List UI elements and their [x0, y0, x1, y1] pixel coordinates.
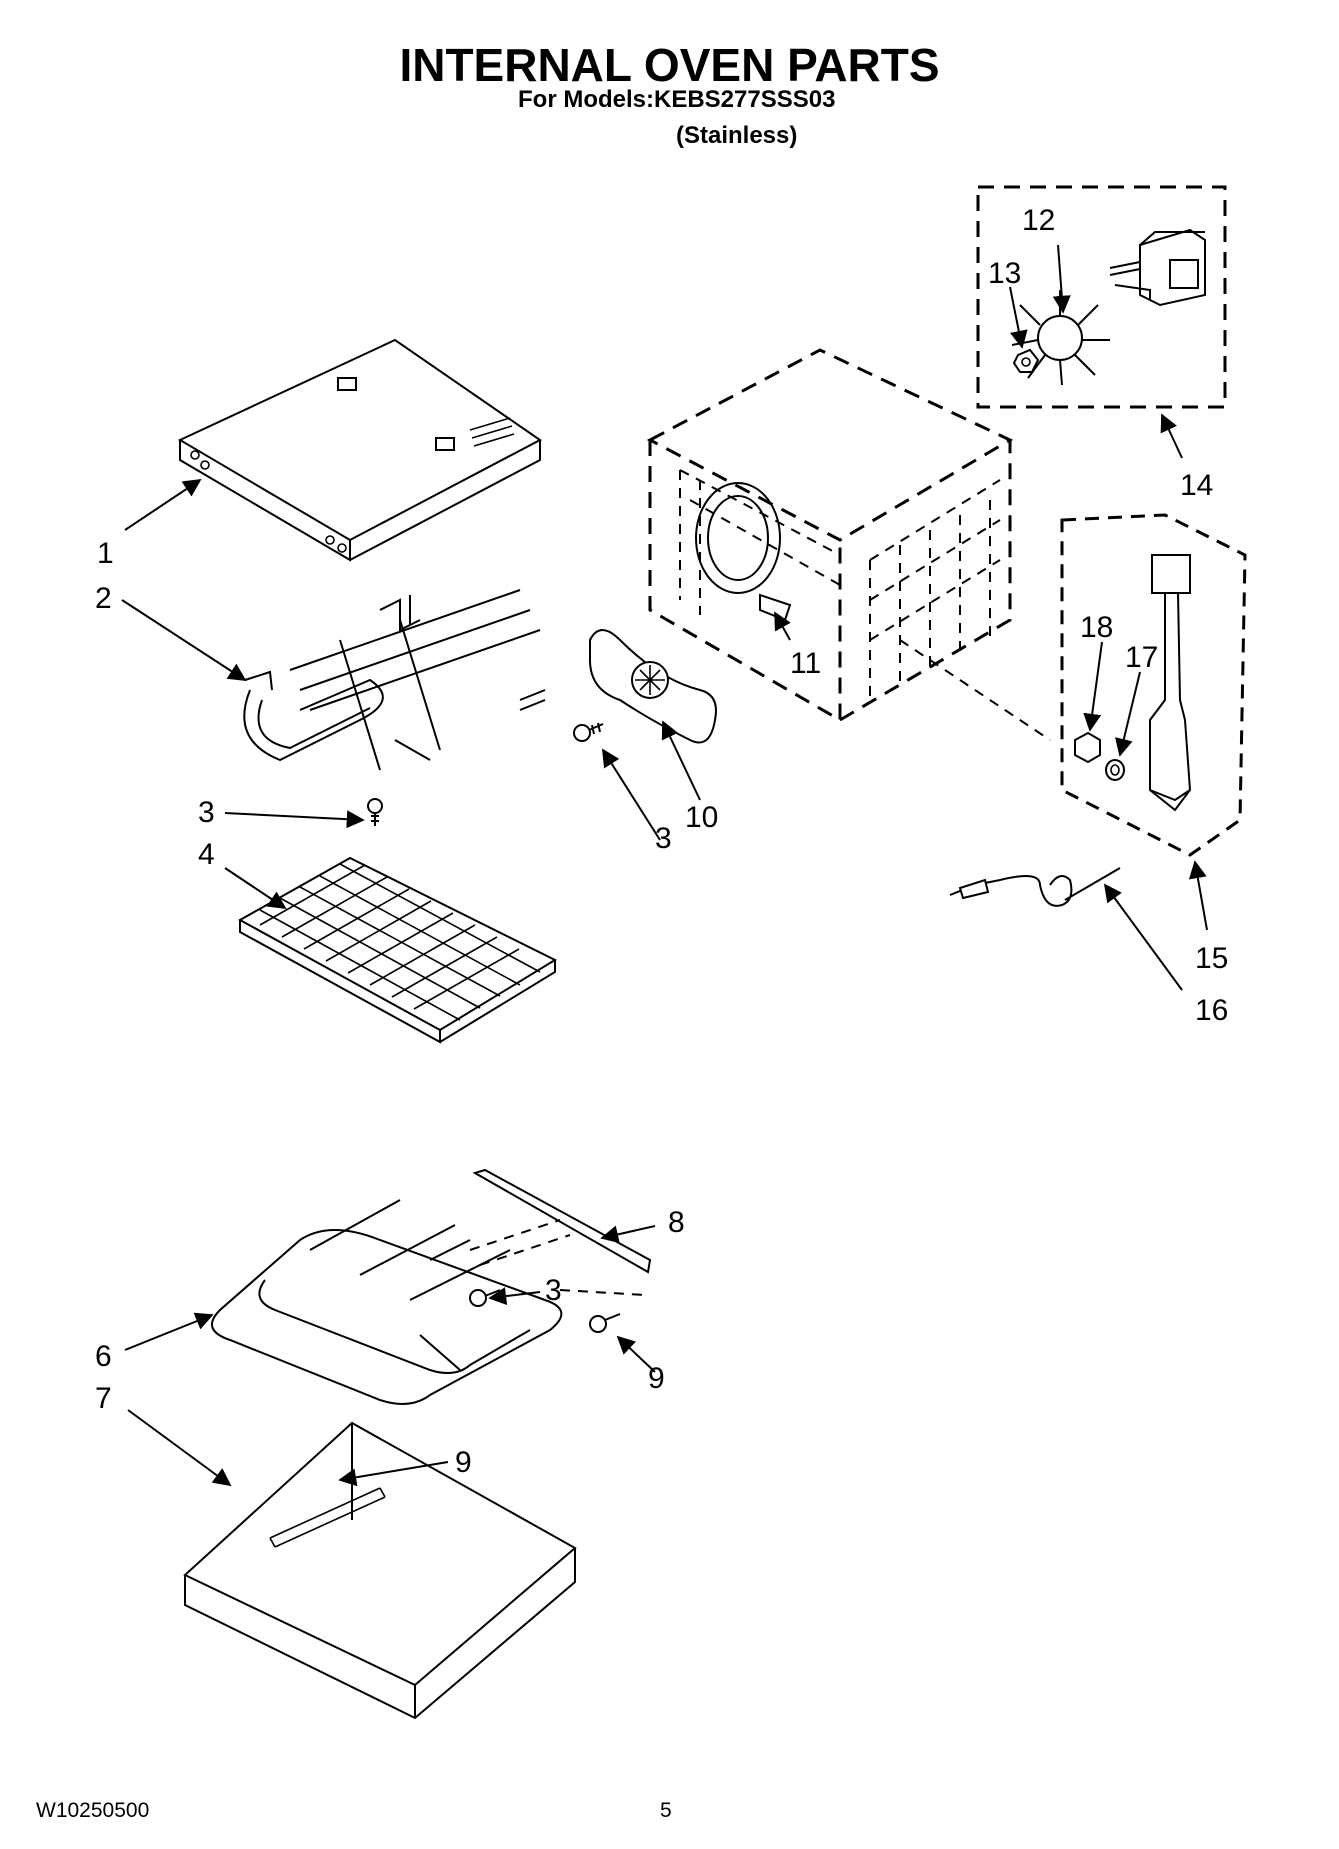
callout-3: 3	[655, 822, 672, 855]
bottom-pan-part	[183, 1421, 577, 1720]
nut-part	[1074, 731, 1101, 764]
fan-motor-group	[976, 185, 1227, 409]
top-panel-part	[177, 338, 542, 562]
callout-8: 8	[668, 1206, 685, 1239]
model-line: For Models:KEBS277SSS03	[518, 86, 836, 113]
callout-9: 9	[455, 1446, 472, 1479]
callout-15: 15	[1195, 942, 1228, 975]
callout-16: 16	[1195, 994, 1228, 1027]
page-title: INTERNAL OVEN PARTS	[399, 39, 940, 91]
callout-17: 17	[1125, 641, 1158, 674]
callout-1: 1	[97, 537, 114, 570]
screw-part	[367, 798, 383, 826]
callout-4: 4	[198, 838, 215, 871]
heat-shield-part	[469, 1168, 652, 1296]
screw-part	[573, 722, 604, 742]
callout-2: 2	[95, 582, 112, 615]
document-number: W10250500	[36, 1799, 150, 1822]
callout-18: 18	[1080, 611, 1113, 644]
convection-element-part	[695, 482, 792, 622]
bake-element-part	[211, 1199, 563, 1405]
page-number: 5	[660, 1799, 672, 1822]
callout-3: 3	[198, 796, 215, 829]
callout-11: 11	[790, 647, 821, 680]
callout-6: 6	[95, 1340, 112, 1373]
callout-9: 9	[648, 1362, 665, 1395]
fan-motor-part	[1109, 228, 1206, 307]
oven-rack-part	[237, 856, 558, 1044]
door-latch-group	[1060, 513, 1247, 857]
callout-12: 12	[1022, 204, 1055, 237]
callout-13: 13	[988, 257, 1021, 290]
callout-3: 3	[545, 1274, 562, 1307]
nut-part	[1012, 348, 1040, 373]
latch-part	[1149, 554, 1192, 812]
oven-cavity-outline	[646, 348, 1051, 741]
broil-element-part	[243, 589, 546, 771]
finish-line: (Stainless)	[676, 122, 798, 149]
callout-10: 10	[685, 801, 718, 834]
temperature-sensor-part	[949, 867, 1121, 907]
fan-baffle-part	[589, 629, 717, 744]
leader-lines	[121, 244, 1208, 1487]
callout-14: 14	[1180, 469, 1213, 502]
callout-labels: 1 2 3 4 3 10 11 12 13 14 18 17 15 16 8 3…	[95, 204, 1228, 1479]
washer-part	[1105, 759, 1125, 781]
callout-7: 7	[95, 1382, 112, 1415]
screw-part	[589, 1313, 621, 1333]
